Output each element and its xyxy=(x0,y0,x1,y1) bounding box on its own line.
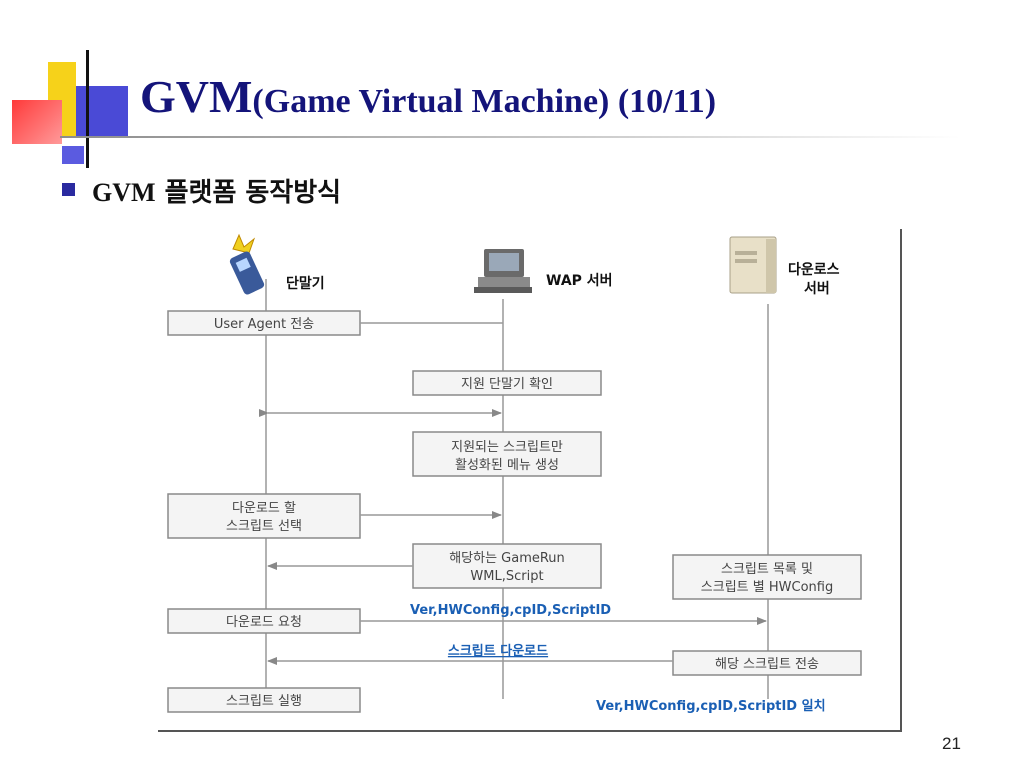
box-script-list xyxy=(672,554,862,600)
label-script-download: 스크립트 다운로드 xyxy=(448,643,548,659)
box-send-script xyxy=(672,650,862,676)
bullet-korean: 플랫폼 동작방식 xyxy=(155,178,342,208)
box-select-line2: 스크립트 선택 xyxy=(226,519,302,534)
box-menu-line2: 활성화된 메뉴 생성 xyxy=(455,458,559,473)
box-run-script xyxy=(167,687,361,713)
box-list-line2: 스크립트 별 HWConfig xyxy=(701,580,833,595)
computer-icon xyxy=(474,249,532,293)
box-gamerun-line1: 해당하는 GameRun xyxy=(449,551,565,566)
decor-blue-square-small xyxy=(62,146,84,164)
box-select-script xyxy=(167,493,361,539)
title-rule xyxy=(60,136,960,138)
box-user-agent xyxy=(167,310,361,336)
box-run-script-label: 스크립트 실행 xyxy=(226,693,302,709)
sequence-diagram-svg: 단말기 WAP 서버 다운로스 서버 User Agent 전송 지원 단말기 … xyxy=(167,233,862,714)
phone-icon xyxy=(229,233,265,295)
page-number: 21 xyxy=(942,734,961,753)
box-download-request-label: 다운로드 요청 xyxy=(226,615,302,630)
bullet-latin: GVM xyxy=(92,178,156,207)
sequence-diagram: 단말기 WAP 서버 다운로스 서버 User Agent 전송 지원 단말기 … xyxy=(158,229,902,732)
box-gamerun xyxy=(412,543,602,589)
box-select-line1: 다운로드 할 xyxy=(232,501,296,516)
title-paren: (Game Virtual Machine) (10/11) xyxy=(252,83,717,120)
box-menu-line1: 지원되는 스크립트만 xyxy=(451,440,563,455)
diagram-frame-right xyxy=(900,229,902,732)
diagram-frame-bottom xyxy=(158,730,902,732)
page-title: GVM(Game Virtual Machine) (10/11) xyxy=(140,70,716,123)
decor-vertical-line xyxy=(86,50,89,168)
box-check-terminal-label: 지원 단말기 확인 xyxy=(461,377,553,392)
box-check-terminal xyxy=(412,370,602,396)
decor-blue-square xyxy=(76,86,128,138)
actor-terminal: 단말기 xyxy=(286,275,325,292)
actor-download-line1: 다운로스 xyxy=(788,262,840,278)
bullet-marker xyxy=(62,183,75,196)
box-list-line1: 스크립트 목록 및 xyxy=(721,562,813,577)
box-user-agent-label: User Agent 전송 xyxy=(214,317,314,332)
box-menu-generation xyxy=(412,431,602,477)
decor-red-square xyxy=(12,100,62,144)
server-tower-icon xyxy=(729,236,777,294)
box-send-script-label: 해당 스크립트 전송 xyxy=(715,657,819,672)
box-gamerun-line2: WML,Script xyxy=(470,569,543,584)
actor-download-line2: 서버 xyxy=(804,280,830,297)
label-match: Ver,HWConfig,cpID,ScriptID 일치 xyxy=(596,698,826,714)
label-request-params: Ver,HWConfig,cpID,ScriptID xyxy=(410,603,611,618)
bullet-text: GVM 플랫폼 동작방식 xyxy=(92,172,341,209)
title-main: GVM xyxy=(140,71,253,122)
actor-wap: WAP 서버 xyxy=(546,272,613,289)
